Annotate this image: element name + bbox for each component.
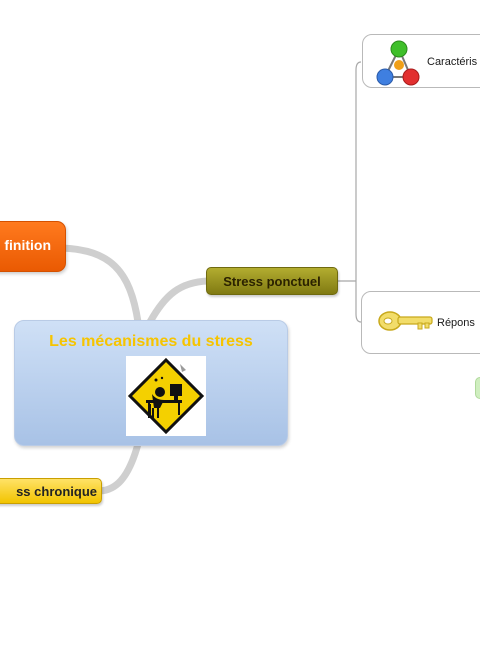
- branch-stress-chronique-label: ss chronique: [16, 484, 97, 499]
- branch-definition-label: finition: [4, 237, 51, 253]
- subtopic-caracteristiques[interactable]: Caractéris: [362, 34, 480, 88]
- connector-definition: [58, 244, 142, 326]
- branch-stress-chronique[interactable]: ss chronique: [0, 478, 102, 504]
- central-topic-title: Les mécanismes du stress: [49, 333, 253, 350]
- molecule-icon: [373, 39, 421, 87]
- subtopic-bracket: [355, 61, 362, 323]
- central-topic[interactable]: Les mécanismes du stress: [14, 320, 288, 446]
- connector-chronique: [96, 440, 142, 495]
- stressed-worker-warning-sign-icon: [126, 356, 206, 436]
- branch-definition[interactable]: finition: [0, 221, 66, 272]
- partial-offscreen-node[interactable]: [475, 377, 480, 399]
- branch-stress-ponctuel-label: Stress ponctuel: [223, 274, 321, 289]
- subtopic-reponse-label: Répons: [437, 317, 475, 329]
- connector-ponctuel: [146, 277, 212, 326]
- branch-stress-ponctuel[interactable]: Stress ponctuel: [206, 267, 338, 295]
- key-icon: [378, 306, 434, 336]
- subtopic-caracteristiques-label: Caractéris: [427, 56, 478, 68]
- subtopic-reponse[interactable]: Répons: [361, 291, 480, 354]
